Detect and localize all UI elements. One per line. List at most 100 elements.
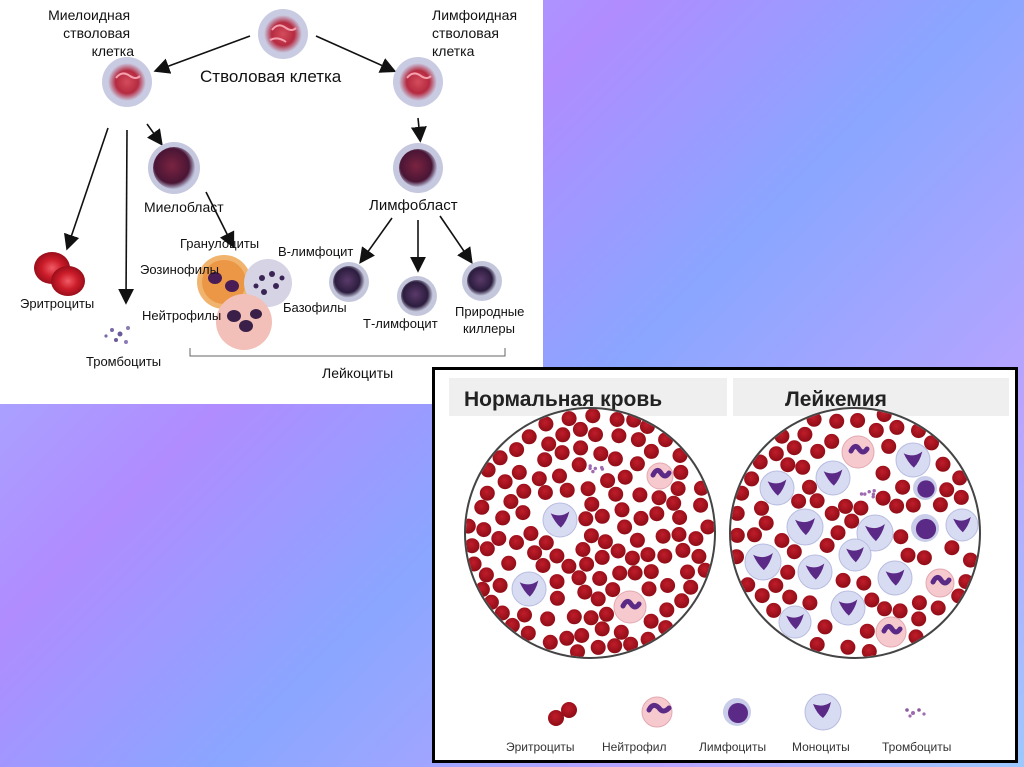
erythrocyte [671, 527, 687, 542]
erythrocyte [614, 502, 630, 518]
erythrocyte [617, 469, 633, 485]
basophil-icon [244, 259, 292, 307]
legend-neutrophil-label: Нейтрофил [602, 740, 666, 754]
erythrocyte [844, 513, 860, 529]
erythrocyte [503, 494, 519, 509]
erythrocyte [675, 542, 691, 558]
myeloblast-icon [148, 142, 200, 194]
lymphocyte-cell [911, 514, 939, 542]
legend-thrombocytes-label: Тромбоциты [882, 740, 951, 754]
erythrocyte [641, 581, 657, 597]
erythrocyte [509, 442, 525, 458]
lymphoid-stem-line2: стволовая [432, 25, 499, 41]
erythrocyte [655, 528, 671, 544]
erythrocyte [531, 471, 547, 487]
erythrocyte [672, 510, 688, 525]
erythrocyte [570, 644, 585, 657]
erythrocyte [766, 602, 782, 618]
t-lymphocyte-icon [397, 276, 437, 316]
erythrocyte [768, 578, 784, 593]
erythrocyte [881, 438, 897, 454]
erythrocyte [754, 588, 770, 604]
erythrocyte [780, 564, 796, 580]
erythrocyte [549, 574, 565, 590]
stem-cell-icon [258, 9, 308, 59]
erythrocyte [594, 508, 610, 524]
erythrocyte [585, 409, 601, 424]
monocyte-cell [744, 543, 782, 581]
erythrocyte [911, 595, 927, 611]
erythrocyte [905, 497, 921, 513]
erythrocyte [752, 454, 768, 470]
natural-killer-icon [462, 261, 502, 301]
leukemia-cells [731, 409, 979, 657]
erythrocyte [786, 440, 802, 456]
neutrophil-cell [925, 568, 955, 598]
erythrocyte [691, 548, 707, 564]
lymphocyte-cell [913, 476, 937, 500]
erythrocyte [492, 577, 508, 593]
thrombocyte [588, 464, 592, 468]
erythrocyte [810, 443, 826, 459]
nk-label-line2: киллеры [463, 321, 515, 336]
erythrocyte [829, 413, 845, 429]
neutrophil-cell [841, 435, 875, 469]
erythrocyte [612, 565, 628, 581]
erythrocyte [809, 493, 825, 509]
erythrocyte [523, 526, 539, 541]
erythrocyte [659, 602, 675, 618]
monocyte-cell [838, 538, 872, 572]
erythrocyte [605, 582, 621, 598]
erythrocyte [608, 486, 624, 502]
erythrocyte [758, 515, 774, 531]
thrombocyte [859, 492, 864, 496]
thrombocyte [871, 495, 875, 499]
legend: Эритроциты Нейтрофил Лимфоциты Моноциты … [506, 693, 951, 754]
erythrocyte [617, 519, 633, 535]
neutrophils-label: Нейтрофилы [142, 308, 221, 323]
thrombocyte [591, 469, 595, 474]
erythrocyte [599, 606, 614, 622]
monocyte-cell [856, 514, 894, 552]
thrombocyte [867, 490, 871, 494]
erythrocyte [643, 443, 659, 459]
erythrocyte [782, 589, 798, 605]
erythrocyte [747, 527, 762, 543]
erythrocyte [572, 421, 588, 437]
erythrocyte [492, 450, 508, 466]
erythrocyte [479, 485, 495, 501]
erythrocyte [517, 607, 532, 623]
erythrocyte [802, 595, 818, 611]
erythrocyte [889, 498, 905, 514]
thrombocyte [588, 466, 592, 471]
erythrocyte [583, 528, 599, 544]
erythrocyte [610, 543, 626, 559]
erythrocyte [629, 532, 645, 548]
erythrocyte [594, 549, 610, 565]
erythrocyte [580, 481, 596, 497]
erythrocyte [895, 479, 911, 495]
monocyte-cell [511, 571, 547, 607]
neutrophil-cell [613, 590, 647, 624]
monocyte-cell [542, 502, 578, 538]
erythrocyte [559, 630, 575, 646]
erythrocyte [561, 411, 577, 427]
erythrocyte [853, 500, 869, 516]
legend-lymphocyte-icon [723, 698, 751, 726]
erythrocyte [538, 416, 554, 432]
erythrocyte [786, 544, 802, 560]
lymphoblast-label: Лимфобласт [369, 197, 458, 214]
svg-text:Лимфоидная стволовая к: Лимфоидная стволовая клетка [432, 7, 521, 59]
erythrocyte [593, 446, 609, 462]
legend-thrombocyte-icon [905, 708, 926, 718]
legend-monocyte-icon [804, 693, 842, 731]
erythrocyte [944, 540, 960, 556]
leukemia-title: Лейкемия [785, 388, 887, 411]
erythrocyte [549, 590, 565, 606]
thrombocytes-icon [104, 326, 130, 344]
erythrocyte [574, 628, 590, 643]
erythrocyte [474, 499, 490, 515]
monocyte-cell [945, 508, 979, 542]
erythrocyte [774, 533, 790, 548]
neutrophil-cell [646, 462, 674, 490]
